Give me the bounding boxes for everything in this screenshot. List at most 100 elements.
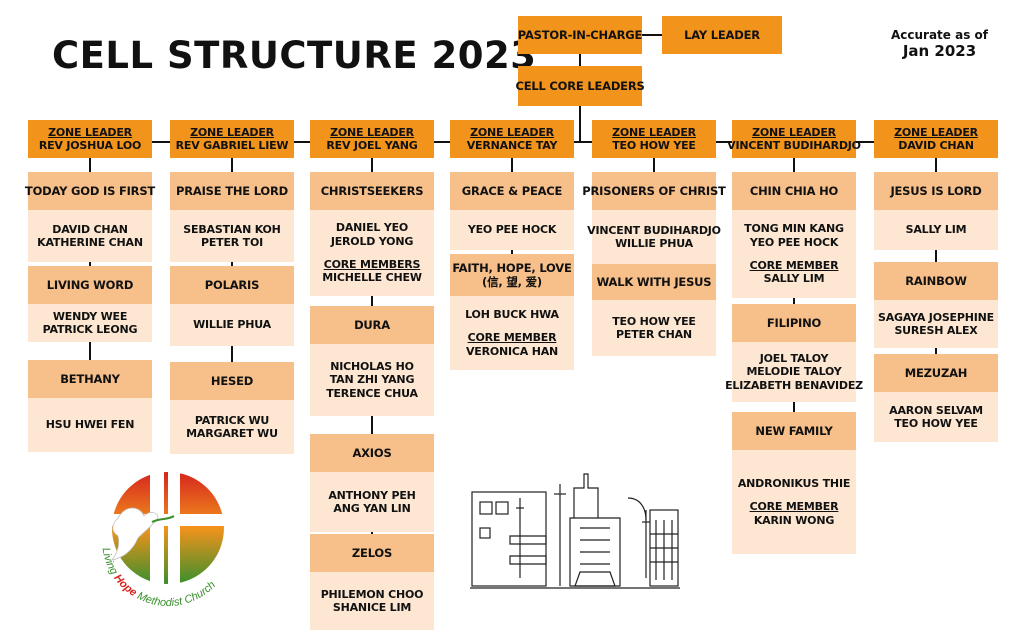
member-name: PHILEMON CHOO [320,587,424,601]
cell-name-label: JESUS IS LORD [890,183,982,198]
zone-leader-name: VINCENT BUDIHARDJO [727,139,861,152]
zone-leader-name: DAVID CHAN [898,139,974,152]
cell-group-name: FAITH, HOPE, LOVE(信, 望, 爱) [450,254,574,296]
cell-name-label: GRACE & PEACE [461,183,563,198]
cell-group-name: JESUS IS LORD [874,172,998,210]
member-name: PATRICK LEONG [42,323,138,336]
page-title: CELL STRUCTURE 2023 [52,34,537,77]
member-name: ELIZABETH BENAVIDEZ [725,378,863,392]
church-logo: Living Hope Methodist Church [99,466,230,609]
cell-name-label: FILIPINO [766,315,822,330]
cell-group-name: POLARIS [170,266,294,304]
cell-group-name: FILIPINO [732,304,856,342]
pastor-in-charge-box: PASTOR-IN-CHARGE [518,16,642,54]
cell-group-name: TODAY GOD IS FIRST [24,172,156,210]
member-name: PETER CHAN [616,328,692,341]
church-building-illustration [470,473,680,589]
member-name: JOEL TALOY [759,351,829,365]
cell-name-label: HESED [210,373,254,388]
member-name: AARON SELVAM [889,403,983,417]
cell-name-label: ZELOS [351,545,393,560]
core-member-name: MICHELLE CHEW [322,271,422,285]
member-name: TEO HOW YEE [612,314,696,328]
cell-name-label: RAINBOW [905,273,967,288]
zone-leader-title: ZONE LEADER [190,125,274,139]
cell-name-label: POLARIS [204,277,260,292]
core-member-label: CORE MEMBER [749,500,839,514]
pastor-in-charge-label: PASTOR-IN-CHARGE [517,27,643,42]
zone-leader-title: ZONE LEADER [612,125,696,139]
member-name: SALLY LIM [905,223,967,237]
member-name: SAGAYA JOSEPHINE [878,310,994,324]
cell-members-box: WILLIE PHUA [170,304,294,346]
cell-group-name: RAINBOW [874,262,998,300]
accuracy-note-date: Jan 2023 [902,42,977,60]
cell-name-label: WALK WITH JESUS [596,274,712,289]
member-name: SHANICE LIM [332,601,412,614]
member-name: LOH BUCK HWA [465,307,559,321]
cell-group-name: PRAISE THE LORD [170,172,294,210]
cell-name-label: NEW FAMILY [755,423,833,438]
member-name: WENDY WEE [52,309,128,323]
member-name: MARGARET WU [186,427,278,440]
member-name: NICHOLAS HO [330,359,414,373]
zone-leader-name: REV JOSHUA LOO [38,139,142,152]
cell-group-name: DURA [310,306,434,344]
cell-name-label: PRISONERS OF CHRIST [582,183,726,198]
lay-leader-box: LAY LEADER [662,16,782,54]
cell-group-name: ZELOS [310,534,434,572]
accuracy-note: Accurate as of Jan 2023 [891,28,988,60]
cell-name-label: TODAY GOD IS FIRST [24,183,156,198]
zone-leader-name: VERNANCE TAY [466,139,558,152]
cell-name-label: PRAISE THE LORD [175,183,289,198]
member-name: JEROLD YONG [330,234,414,248]
cell-name-label: BETHANY [60,371,120,386]
cell-group-name: GRACE & PEACE [450,172,574,210]
zone-leader-title: ZONE LEADER [894,125,978,139]
zone-leader-title: ZONE LEADER [330,125,414,139]
cell-group-name: AXIOS [310,434,434,472]
member-name: PATRICK WU [194,413,270,427]
member-name: WILLIE PHUA [615,237,693,250]
member-name: TERENCE CHUA [326,386,418,400]
cell-name-label: CHIN CHIA HO [749,183,839,198]
zone-leader-name: REV JOEL YANG [326,139,418,152]
core-member-name: KARIN WONG [753,513,835,527]
core-member-label: CORE MEMBER [467,331,557,345]
cell-name-label: CHRISTSEEKERS [320,183,424,198]
cell-core-leaders-label: CELL CORE LEADERS [515,78,645,93]
cell-name-chinese: (信, 望, 爱) [482,275,542,289]
member-name: SURESH ALEX [894,324,978,337]
zone-leader-title: ZONE LEADER [470,125,554,139]
cell-group-name: WALK WITH JESUS [592,264,716,300]
member-name: TONG MIN KANG [744,222,844,236]
core-member-name: VERONICA HAN [465,344,559,358]
member-name: KATHERINE CHAN [37,236,143,249]
cell-group-name: HESED [170,362,294,400]
member-name: YEO PEE HOCK [749,235,839,249]
member-name: SEBASTIAN KOH [183,222,281,236]
member-name: TAN ZHI YANG [329,373,415,387]
core-member-label: CORE MEMBER [749,259,839,272]
zone-leader-name: REV GABRIEL LIEW [175,139,289,152]
cell-name-label: MEZUZAH [904,365,968,380]
member-name: DANIEL YEO [335,221,409,235]
cell-name-label: DURA [354,317,390,332]
zone-leader-title: ZONE LEADER [48,125,132,139]
